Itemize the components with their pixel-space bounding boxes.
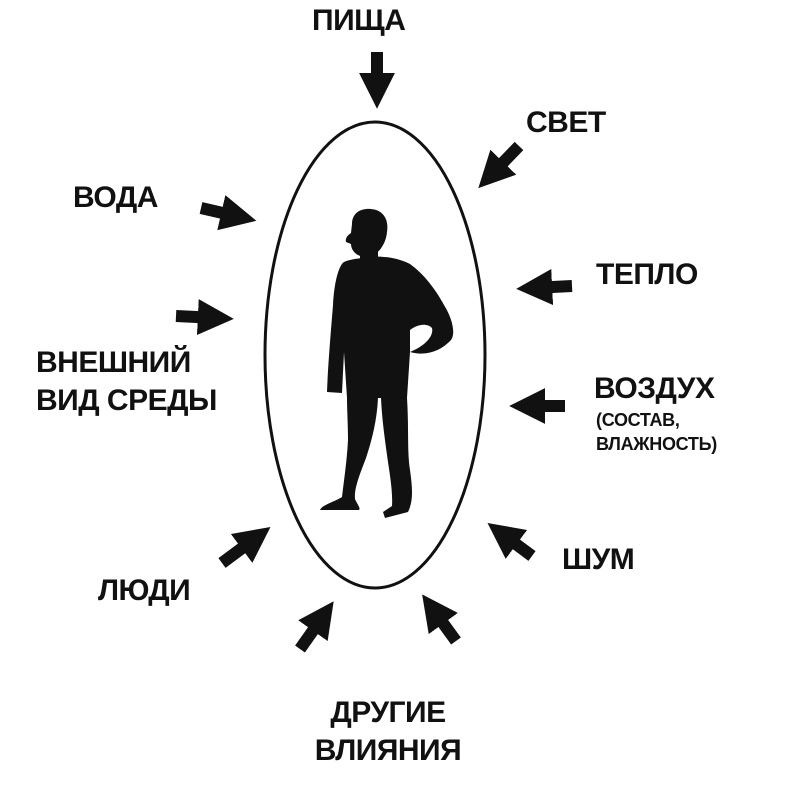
arrow-other-right xyxy=(422,594,461,645)
arrow-noise xyxy=(487,522,536,561)
arrows xyxy=(175,52,573,653)
label-heat: ТЕПЛО xyxy=(596,258,698,291)
silhouette-leg-right xyxy=(381,398,412,518)
label-other: ДРУГИЕ ВЛИЯНИЯ xyxy=(288,694,488,770)
label-light: СВЕТ xyxy=(526,106,606,139)
arrow-heat xyxy=(516,269,573,305)
label-air-detail-line1: (СОСТАВ, xyxy=(596,410,680,430)
label-appearance-line2: ВИД СРЕДЫ xyxy=(36,384,217,417)
silhouette-torso xyxy=(327,256,454,398)
arrow-water xyxy=(199,195,257,231)
label-other-line2: ВЛИЯНИЯ xyxy=(314,734,462,767)
label-appearance: ВНЕШНИЙ ВИД СРЕДЫ xyxy=(36,344,217,420)
silhouette-head xyxy=(345,208,388,257)
label-air-detail-line2: ВЛАЖНОСТЬ) xyxy=(596,434,717,454)
label-people: ЛЮДИ xyxy=(98,574,191,607)
silhouette-leg-left xyxy=(320,398,378,510)
environment-ellipse xyxy=(263,120,487,590)
human-silhouette xyxy=(320,208,454,518)
label-other-line1: ДРУГИЕ xyxy=(330,696,446,729)
label-air-detail: (СОСТАВ, ВЛАЖНОСТЬ) xyxy=(596,408,717,456)
label-air: ВОЗДУХ xyxy=(594,372,715,405)
label-water: ВОДА xyxy=(73,181,158,214)
label-noise: ШУМ xyxy=(562,543,635,576)
arrow-light xyxy=(478,141,524,189)
arrow-people xyxy=(218,526,271,568)
arrow-other-left xyxy=(295,601,334,653)
label-appearance-line1: ВНЕШНИЙ xyxy=(36,346,191,379)
label-food: ПИЩА xyxy=(312,4,406,37)
arrow-appearance xyxy=(175,299,234,336)
